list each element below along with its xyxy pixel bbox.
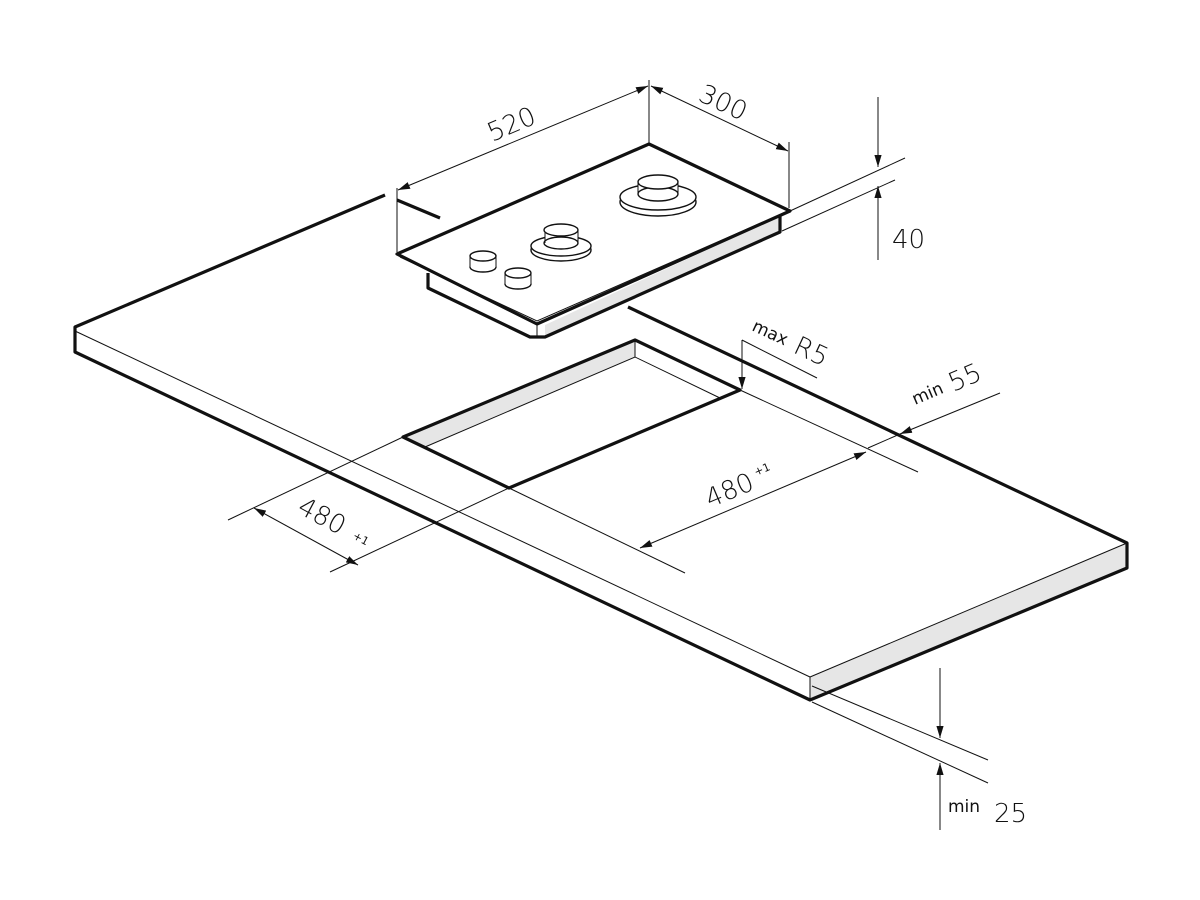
cutout-width-dimension: 480 +1	[508, 451, 867, 574]
worktop	[73, 193, 1129, 702]
back-clearance-dimension: min 55	[739, 358, 1001, 473]
svg-text:+1: +1	[351, 529, 371, 548]
worktop-end-face	[810, 543, 1127, 700]
svg-text:55: 55	[944, 358, 986, 399]
svg-text:max: max	[749, 316, 791, 350]
corner-radius-dimension: max R5	[738, 316, 833, 389]
svg-text:min: min	[948, 797, 980, 817]
medium-burner-icon	[530, 223, 592, 262]
hob-height-dimension: 40	[781, 97, 925, 260]
svg-text:+1: +1	[752, 460, 772, 478]
dim-40: 40	[892, 225, 925, 255]
hob-width-dimension: 520	[396, 80, 650, 252]
svg-text:25: 25	[994, 799, 1027, 829]
svg-text:480: 480	[701, 467, 758, 514]
worktop-cutout	[401, 338, 742, 490]
svg-text:min: min	[909, 379, 946, 410]
cutout-depth-dimension: 480 +1	[227, 436, 510, 573]
gas-hob	[395, 142, 792, 339]
dim-520: 520	[483, 101, 540, 148]
worktop-thickness-dimension: min 25	[811, 668, 1027, 830]
large-burner-icon	[619, 174, 697, 217]
control-knob-icon	[469, 250, 497, 273]
control-knob-icon	[504, 267, 532, 290]
